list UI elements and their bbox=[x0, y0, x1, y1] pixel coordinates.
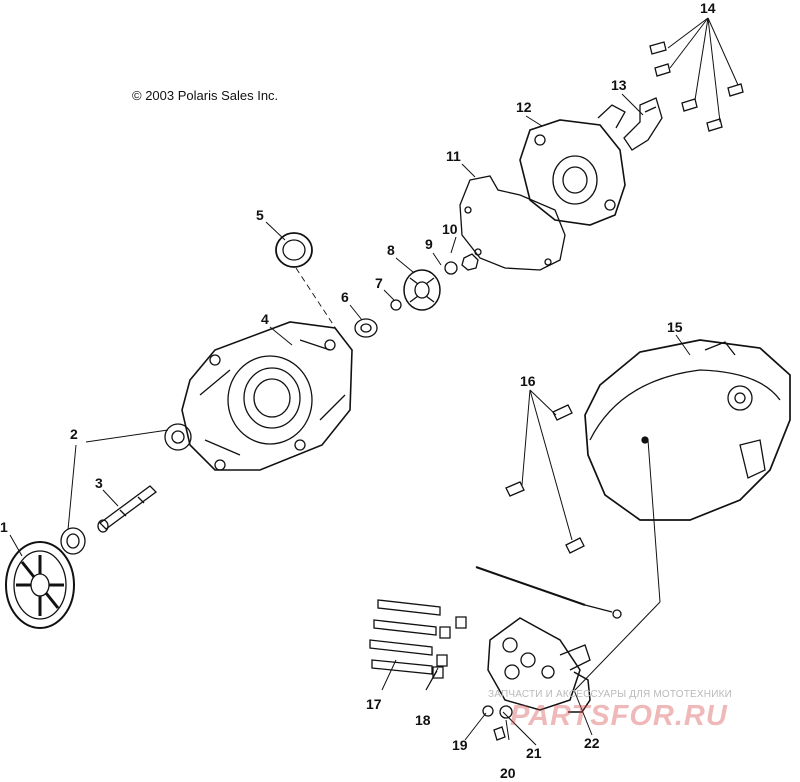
part-3-shaft bbox=[97, 485, 157, 533]
callout-10: 10 bbox=[442, 221, 458, 237]
part-14-screws bbox=[649, 41, 744, 132]
part-5-seal bbox=[275, 232, 313, 268]
part-18-caps bbox=[432, 616, 467, 679]
watermark-tagline: ЗАПЧАСТИ И АКСЕССУАРЫ ДЛЯ МОТОТЕХНИКИ bbox=[488, 689, 733, 700]
watermark-logo: PARTSFOR.RU bbox=[510, 700, 728, 732]
callout-8: 8 bbox=[387, 242, 395, 258]
part-20-pin bbox=[493, 726, 506, 741]
part-11-gasket bbox=[459, 175, 566, 271]
callout-6: 6 bbox=[341, 289, 349, 305]
part-10-nut bbox=[461, 253, 479, 271]
callout-9: 9 bbox=[425, 236, 433, 252]
callout-2: 2 bbox=[70, 426, 78, 442]
part-4-case bbox=[181, 321, 353, 471]
callout-18: 18 bbox=[415, 712, 431, 728]
oil-pump-assembly bbox=[487, 617, 591, 711]
part-13-elbow bbox=[623, 97, 663, 151]
throttle-cable bbox=[475, 566, 622, 619]
copyright-notice: © 2003 Polaris Sales Inc. bbox=[132, 88, 279, 103]
part-2-bearings bbox=[60, 423, 192, 555]
part-7-washer bbox=[390, 299, 402, 311]
part-12-pump-cover bbox=[519, 104, 626, 226]
callout-20: 20 bbox=[500, 765, 516, 781]
part-6-bushing bbox=[354, 318, 378, 338]
part-16-bolts bbox=[505, 404, 585, 554]
part-21-fitting bbox=[499, 705, 513, 719]
callout-5: 5 bbox=[256, 207, 264, 223]
callout-11: 11 bbox=[446, 148, 461, 164]
callout-13: 13 bbox=[611, 77, 627, 93]
callout-7: 7 bbox=[375, 275, 383, 291]
callout-22: 22 bbox=[584, 735, 600, 751]
part-19-oring bbox=[482, 705, 494, 717]
part-8-impeller bbox=[403, 269, 441, 311]
callout-3: 3 bbox=[95, 475, 103, 491]
callout-4: 4 bbox=[261, 311, 269, 327]
callout-19: 19 bbox=[452, 737, 468, 753]
callout-12: 12 bbox=[516, 99, 532, 115]
callout-21: 21 bbox=[526, 745, 542, 761]
part-17-tubes bbox=[369, 599, 441, 675]
part-9-washer bbox=[444, 261, 458, 275]
assembly-axis bbox=[295, 267, 341, 336]
callout-14: 14 bbox=[700, 0, 716, 16]
callout-1: 1 bbox=[0, 519, 8, 535]
part-1-gear bbox=[5, 541, 75, 629]
callout-17: 17 bbox=[366, 696, 382, 712]
leader-lines bbox=[9, 17, 739, 746]
part-22-hose bbox=[568, 671, 591, 713]
part-15-cover bbox=[584, 339, 791, 521]
callout-16: 16 bbox=[520, 373, 536, 389]
callout-15: 15 bbox=[667, 319, 683, 335]
